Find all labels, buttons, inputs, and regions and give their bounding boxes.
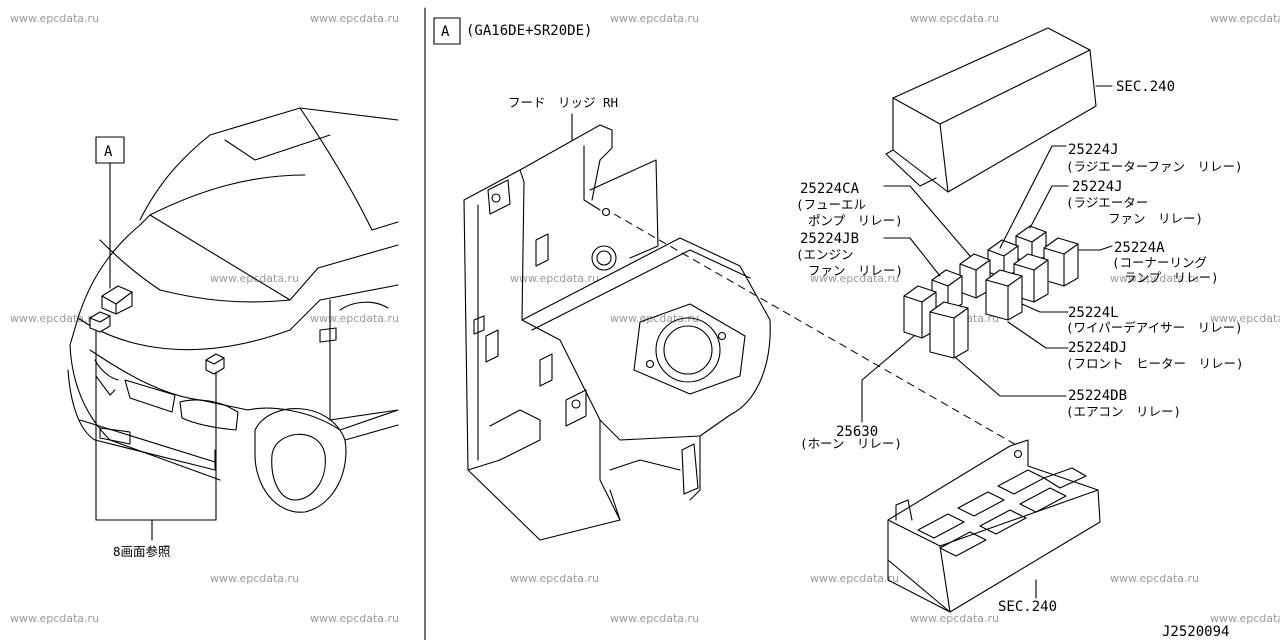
watermark: www.epcdata.ru	[810, 572, 899, 585]
relay-desc: (ラジエーターファン リレー)	[1066, 159, 1243, 174]
leader-25224jb	[883, 237, 941, 277]
leader-25630	[861, 335, 915, 423]
relay-desc: ファン リレー)	[808, 263, 903, 278]
watermark: www.epcdata.ru	[510, 272, 599, 285]
relay-desc: (エンジン	[796, 247, 854, 262]
box-ref: SEC.240	[998, 599, 1057, 615]
callout-letter: A	[104, 144, 113, 160]
watermark: www.epcdata.ru	[510, 572, 599, 585]
leader-25224dj	[1007, 321, 1069, 349]
relay-labels: 25224J (ラジエーターファン リレー) 25224J (ラジエーター ファ…	[796, 142, 1244, 451]
relay-desc: (フロント ヒーター リレー)	[1066, 356, 1244, 371]
watermark: www.epcdata.ru	[1110, 272, 1199, 285]
section-box	[433, 17, 461, 45]
relay-desc: (ワイパーデアイサー リレー)	[1066, 320, 1243, 335]
watermark: www.epcdata.ru	[610, 12, 699, 25]
leader-25224j-2	[1029, 185, 1069, 229]
diagram-code: J2520094	[1162, 624, 1229, 640]
watermark: www.epcdata.ru	[10, 612, 99, 625]
relay-part: 25224JB	[800, 231, 859, 247]
watermark: www.epcdata.ru	[310, 12, 399, 25]
hood-ledge-bracket: フード リッジ RH	[463, 95, 771, 541]
watermark: www.epcdata.ru	[10, 12, 99, 25]
watermark: www.epcdata.ru	[810, 272, 899, 285]
relay-part: 25630	[836, 424, 878, 440]
watermark-layer: www.epcdata.ru www.epcdata.ru www.epcdat…	[10, 12, 1280, 625]
cover-ref: SEC.240	[1116, 79, 1175, 95]
watermark: www.epcdata.ru	[910, 12, 999, 25]
relay-desc: (ラジエーター	[1066, 195, 1148, 210]
relay-part: 25224J	[1068, 142, 1119, 158]
relay-desc: (フューエル	[796, 197, 866, 212]
relay-part: 25224A	[1114, 240, 1165, 256]
relay-desc: (コーナーリング	[1112, 255, 1207, 270]
reference-leader	[95, 329, 217, 521]
relay-desc: (エアコン リレー)	[1066, 404, 1181, 419]
relay-box-base: SEC.240	[887, 439, 1101, 615]
watermark: www.epcdata.ru	[610, 612, 699, 625]
relay-desc: ランプ リレー)	[1124, 270, 1219, 285]
vehicle-front-illustration	[67, 107, 399, 513]
leader-25224ca	[883, 185, 971, 257]
leader-25224db	[955, 357, 1067, 397]
relay-part: 25224J	[1072, 179, 1123, 195]
reference-note: 8画面参照	[113, 544, 171, 559]
leader-25224a	[1077, 245, 1113, 251]
relay-part: 25224DJ	[1068, 340, 1127, 356]
relay-box-cover: SEC.240	[885, 27, 1175, 193]
watermark: www.epcdata.ru	[610, 312, 699, 325]
watermark: www.epcdata.ru	[310, 312, 399, 325]
watermark: www.epcdata.ru	[910, 612, 999, 625]
watermark: www.epcdata.ru	[1110, 572, 1199, 585]
relay-part: 25224DB	[1068, 388, 1127, 404]
relay-part: 25224CA	[800, 181, 860, 197]
hood-ledge-label: フード リッジ RH	[508, 95, 618, 110]
callout-box	[95, 136, 125, 164]
watermark: www.epcdata.ru	[1210, 312, 1280, 325]
relay-desc: ファン リレー)	[1108, 211, 1203, 226]
relay-desc: ポンプ リレー)	[808, 213, 903, 228]
watermark: www.epcdata.ru	[310, 612, 399, 625]
engine-variant: (GA16DE+SR20DE)	[466, 23, 592, 39]
watermark: www.epcdata.ru	[1210, 612, 1280, 625]
relay-part: 25224L	[1068, 305, 1119, 321]
relay-cluster	[903, 225, 1079, 359]
watermark: www.epcdata.ru	[1210, 12, 1280, 25]
relay-desc: (ホーン リレー)	[800, 436, 902, 451]
section-letter: A	[441, 24, 450, 40]
watermark: www.epcdata.ru	[210, 572, 299, 585]
leader-25224j-1	[999, 145, 1067, 249]
leader-25224l	[1021, 303, 1069, 313]
